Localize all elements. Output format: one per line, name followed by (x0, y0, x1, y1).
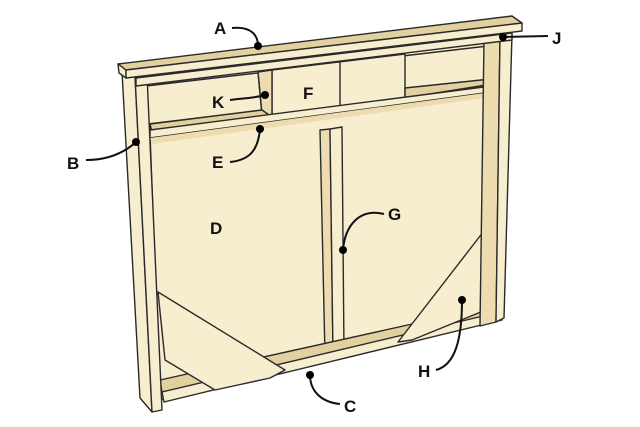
svg-text:H: H (418, 362, 430, 381)
label-f: F (303, 84, 313, 103)
top-a-edge (125, 22, 523, 79)
brace-left (157, 291, 286, 391)
svg-text:D: D (210, 219, 222, 238)
rail-j (135, 32, 513, 87)
svg-text:B: B (67, 154, 79, 173)
callout-b: B (67, 138, 140, 173)
svg-text:A: A (214, 19, 226, 38)
shelf-e-shadow (150, 90, 507, 144)
svg-text:E: E (212, 153, 223, 172)
svg-text:F: F (303, 84, 313, 103)
callout-g: G (339, 205, 401, 254)
callout-j: J (499, 29, 561, 48)
callout-e: E (212, 125, 264, 172)
callout-h: H (418, 296, 466, 381)
svg-text:K: K (212, 93, 225, 112)
divider-g (329, 126, 345, 356)
svg-text:G: G (388, 205, 401, 224)
callout-c: C (306, 371, 356, 416)
svg-text:C: C (344, 397, 356, 416)
label-d: D (210, 219, 222, 238)
callout-a: A (214, 19, 262, 50)
callout-k: K (212, 91, 269, 112)
svg-text:J: J (552, 29, 561, 48)
